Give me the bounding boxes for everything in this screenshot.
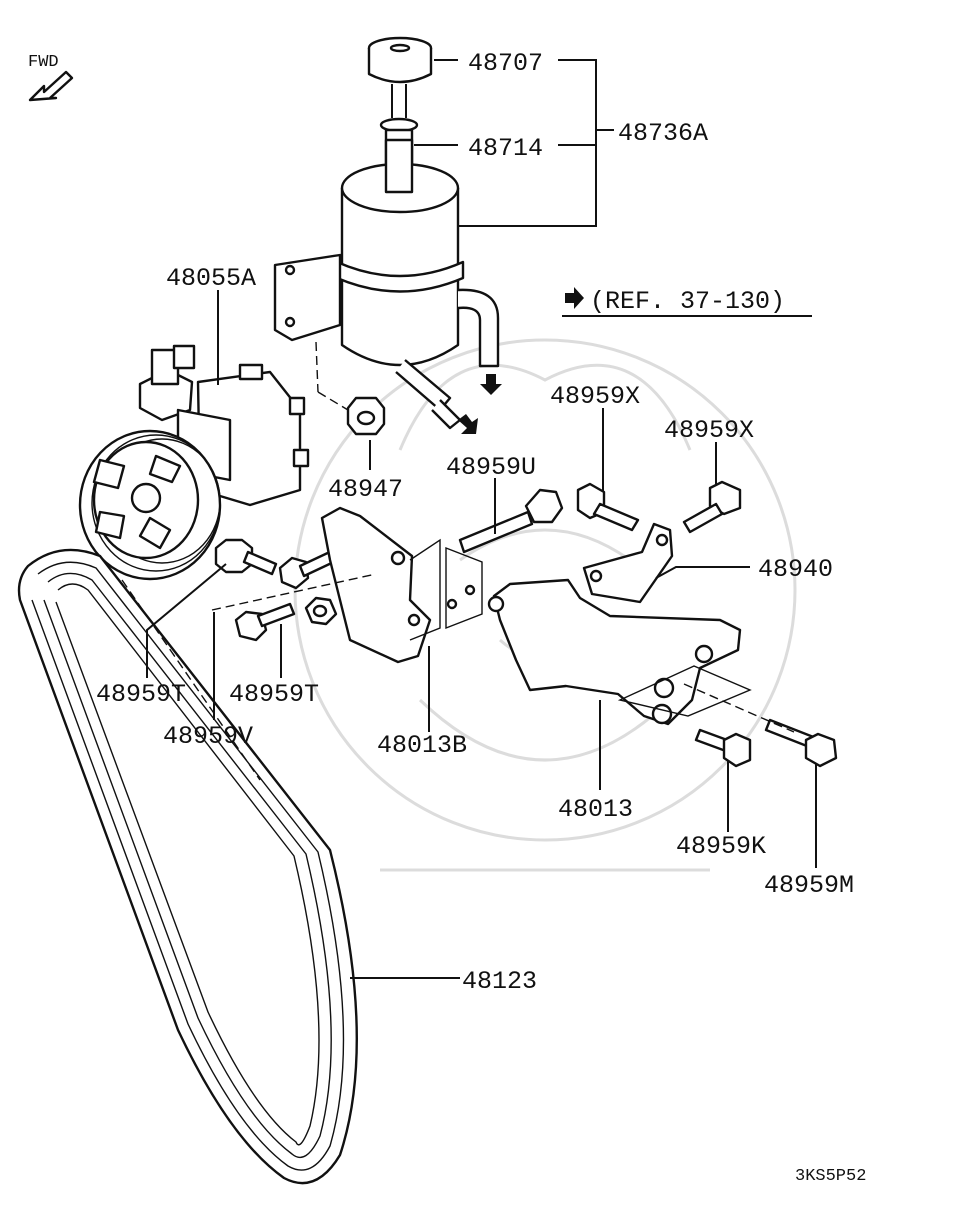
callout-48714: 48714 (468, 134, 543, 163)
bolt-48959X-left (576, 482, 640, 532)
bracket-48013 (487, 578, 752, 726)
callout-48959K: 48959K (676, 832, 766, 861)
callout-48959X-right: 48959X (664, 416, 754, 445)
nut-small (304, 596, 338, 626)
diagram-code: 3KS5P52 (795, 1167, 866, 1186)
callout-48959T-left: 48959T (96, 680, 186, 709)
flow-arrow-diag-icon (458, 414, 478, 434)
reference-note: (REF. 37-130) (562, 287, 812, 317)
fwd-label: FWD (28, 53, 59, 72)
arrow-right-icon (565, 287, 584, 309)
reference-label: (REF. 37-130) (590, 287, 785, 316)
callout-48959V: 48959V (163, 722, 253, 751)
bolt-48959M (764, 718, 838, 768)
callout-48013: 48013 (558, 795, 633, 824)
callout-48959U: 48959U (446, 453, 536, 482)
nut-48947 (346, 396, 386, 436)
bracket-48940 (582, 522, 674, 604)
drive-belt-48123 (17, 548, 358, 1185)
callout-48940: 48940 (758, 555, 833, 584)
reservoir-tank (273, 36, 500, 430)
callout-48959M: 48959M (764, 871, 854, 900)
callout-48736A: 48736A (618, 119, 708, 148)
callout-48959T-right: 48959T (229, 680, 319, 709)
bolt-48959K (694, 728, 752, 768)
callout-48123: 48123 (462, 967, 537, 996)
flow-arrow-down-icon (480, 374, 502, 395)
fwd-indicator: FWD (28, 53, 74, 102)
callout-48055A: 48055A (166, 264, 256, 293)
bolt-48959T-upper (214, 538, 278, 576)
power-steering-pump (78, 344, 310, 581)
callout-48947: 48947 (328, 475, 403, 504)
bracket-48013B (320, 506, 483, 664)
callout-48707: 48707 (468, 49, 543, 78)
bolt-48959U (458, 488, 564, 554)
callout-48013B: 48013B (377, 731, 467, 760)
fwd-arrow-icon (28, 70, 74, 102)
bolt-48959X-right (682, 480, 742, 534)
bolt-48959T-lower (234, 602, 296, 642)
callout-48959X-left: 48959X (550, 382, 640, 411)
